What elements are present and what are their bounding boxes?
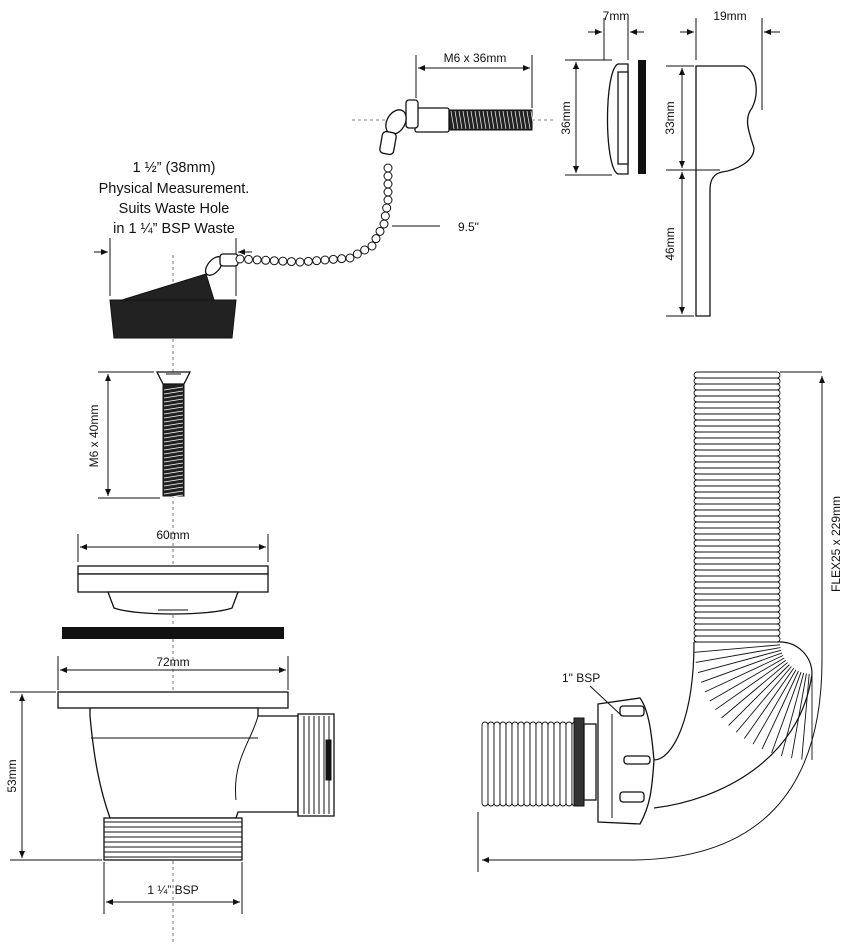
black-washer xyxy=(62,627,284,639)
label-60mm: 60mm xyxy=(156,528,189,542)
overflow-profile xyxy=(695,65,757,317)
dim-72mm: 72mm xyxy=(57,655,289,690)
dim-plug-38mm xyxy=(94,238,252,296)
label-46mm: 46mm xyxy=(663,227,677,260)
screw-m6x40 xyxy=(155,371,192,499)
label-m6x36: M6 x 36mm xyxy=(444,51,507,65)
label-19mm: 19mm xyxy=(713,9,746,23)
label-m6x40: M6 x 40mm xyxy=(87,405,101,468)
dim-chain: 9.5" xyxy=(392,220,479,234)
dim-m6x36: M6 x 36mm xyxy=(415,51,533,108)
plug-label: 1 ½” (38mm) Physical Measurement. Suits … xyxy=(99,160,250,237)
plug-label-line1: 1 ½” (38mm) xyxy=(133,160,216,176)
dim-33mm: 33mm xyxy=(663,65,720,171)
dim-46mm: 46mm xyxy=(663,172,694,317)
plug-label-line2: Physical Measurement. xyxy=(99,181,250,197)
dim-19mm: 19mm xyxy=(680,9,780,110)
label-bsp-1-quarter: 1 ¼” BSP xyxy=(147,883,198,897)
dim-7mm: 7mm xyxy=(588,9,644,60)
label-flex: FLEX25 x 229mm xyxy=(829,496,843,592)
plug-chain xyxy=(235,163,393,267)
dim-m6x40: M6 x 40mm xyxy=(87,371,160,499)
label-bsp-1: 1" BSP xyxy=(562,671,600,685)
grating xyxy=(77,565,269,615)
dim-60mm: 60mm xyxy=(77,528,269,562)
dim-bsp-1-quarter: 1 ¼” BSP xyxy=(103,862,243,914)
label-72mm: 72mm xyxy=(156,655,189,669)
label-33mm: 33mm xyxy=(663,101,677,134)
label-53mm: 53mm xyxy=(5,759,19,792)
label-7mm: 7mm xyxy=(603,9,630,23)
plug-label-line4: in 1 ¼” BSP Waste xyxy=(113,221,235,237)
rubber-plug xyxy=(109,253,239,339)
cap-disc xyxy=(606,60,646,175)
waste-body xyxy=(57,691,335,861)
dim-53mm: 53mm xyxy=(5,691,102,861)
label-chain: 9.5" xyxy=(458,220,479,234)
hose-nut xyxy=(573,697,655,825)
dim-36mm: 36mm xyxy=(559,59,612,176)
plug-label-line3: Suits Waste Hole xyxy=(119,201,230,217)
label-36mm: 36mm xyxy=(559,101,573,134)
bolt-m6x36 xyxy=(352,99,555,156)
dim-flex: FLEX25 x 229mm xyxy=(477,371,843,872)
